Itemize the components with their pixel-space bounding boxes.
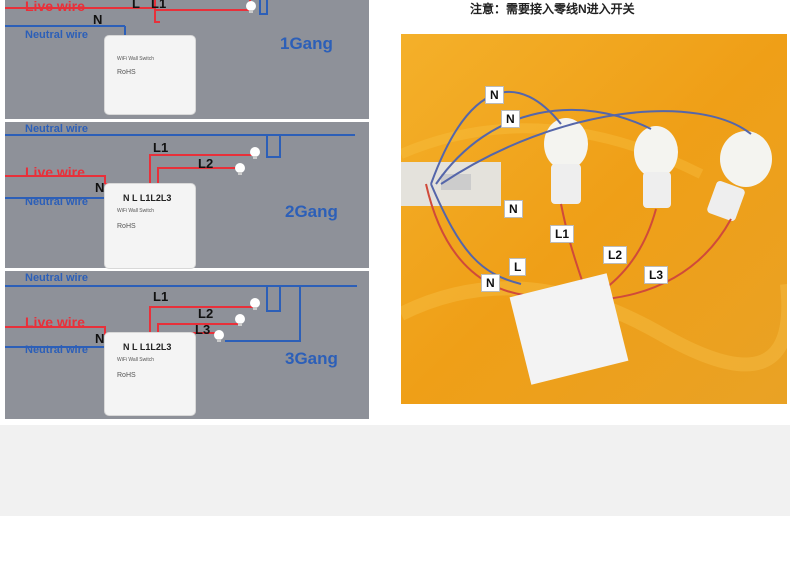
bulb-icon (250, 298, 260, 310)
photo-tag-l1: L1 (550, 225, 575, 243)
terminal-n-label: N (95, 331, 105, 346)
bulb-icon (235, 314, 245, 326)
terminal-l1-label: L1 (151, 0, 167, 11)
neutral-wire-label-top: Neutral wire (25, 272, 88, 284)
bulb-icon (246, 1, 256, 13)
terminal-n-label: N (95, 180, 105, 195)
switch-cert: RoHS (117, 223, 136, 230)
page-bottom (0, 516, 790, 565)
bulb-icon (250, 147, 260, 159)
switch-terminal-strip: N L L1L2L3 (123, 342, 172, 352)
terminal-n-label: N (93, 12, 103, 27)
terminal-l1-label: L1 (153, 140, 169, 155)
photo-tag-n: N (485, 86, 504, 104)
wiring-photo: N N N L1 L2 L3 L N (401, 34, 787, 404)
switch-module-1: WiFi Wall Switch RoHS (105, 36, 195, 114)
switch-brand: WiFi Wall Switch (117, 208, 155, 214)
switch-terminal-strip: N L L1L2L3 (123, 193, 172, 203)
photo-tag-l: L (509, 258, 527, 276)
photo-tag-n: N (501, 110, 520, 128)
panel-1gang: Live wire Neutral wire N L L1 1Gang WiFi… (5, 0, 369, 119)
bulb-icon (214, 330, 224, 342)
gang-label-1: 1Gang (280, 34, 333, 53)
terminal-l2-label: L2 (198, 306, 214, 321)
bulb-icon (235, 163, 245, 175)
switch-cert: RoHS (117, 372, 136, 379)
photo-tag-l2: L2 (603, 246, 628, 264)
wiring-photo-art (401, 34, 787, 404)
photo-tag-n: N (481, 274, 500, 292)
neutral-note: 注意：需要接入零线N进入开关 (470, 2, 635, 16)
panel-3gang: Neutral wire Live wire Neutral wire L1 L… (5, 271, 369, 419)
live-wire-label: Live wire (25, 164, 85, 180)
terminal-l3-label: L3 (195, 322, 211, 337)
grey-band (0, 425, 790, 516)
terminal-l2-label: L2 (198, 156, 214, 171)
neutral-wire-label-top: Neutral wire (25, 123, 88, 135)
switch-module-2: N L L1L2L3 WiFi Wall Switch RoHS (105, 184, 195, 268)
terminal-l1-label: L1 (153, 289, 169, 304)
switch-cert: RoHS (117, 69, 136, 76)
photo-tag-n: N (504, 200, 523, 218)
live-wire-label: Live wire (25, 0, 85, 14)
gang-label-3: 3Gang (285, 349, 338, 368)
neutral-wire-label: Neutral wire (25, 29, 88, 41)
switch-module-3: N L L1L2L3 WiFi Wall Switch RoHS (105, 333, 195, 415)
gang-label-2: 2Gang (285, 202, 338, 221)
terminal-l-label: L (132, 0, 140, 11)
neutral-wire-label: Neutral wire (25, 196, 88, 208)
headline-partial (60, 540, 730, 566)
live-wire-label: Live wire (25, 314, 85, 330)
panel-2gang: Neutral wire Live wire Neutral wire L1 L… (5, 122, 369, 268)
photo-tag-l3: L3 (644, 266, 669, 284)
switch-brand: WiFi Wall Switch (117, 56, 155, 62)
neutral-wire-label: Neutral wire (25, 344, 88, 356)
switch-brand: WiFi Wall Switch (117, 357, 155, 363)
